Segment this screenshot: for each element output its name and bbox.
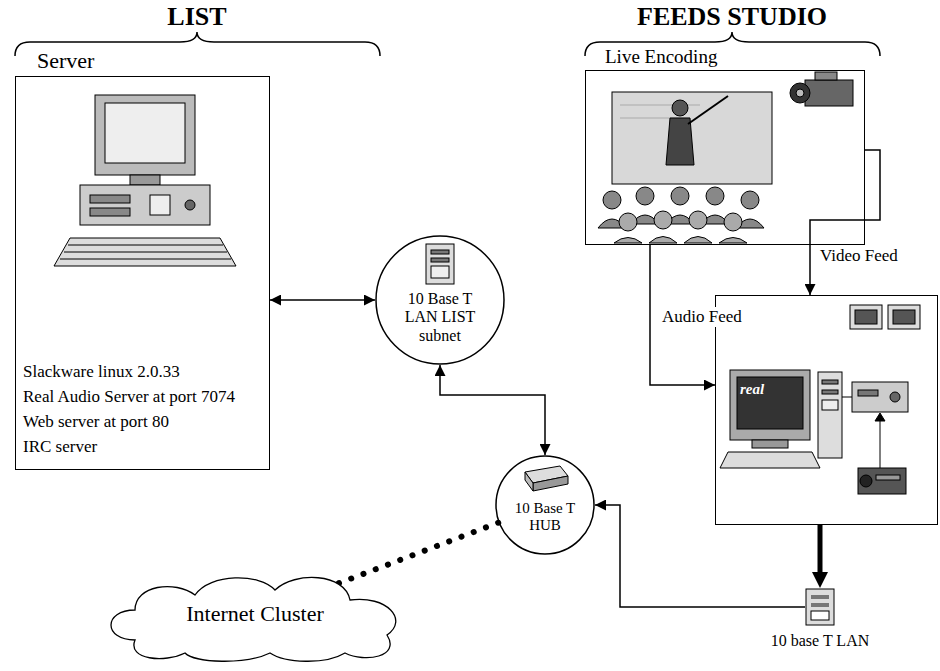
box-outline [585,70,865,245]
node-label: 10 base T LAN [755,632,885,650]
connector [270,299,375,301]
server-spec: Slackware linux 2.0.33 [23,362,267,382]
server-box: ServerSlackware linux 2.0.33Real Audio S… [15,46,270,470]
lan-device-icon [805,588,835,626]
section-heading: FEEDS STUDIO [637,2,827,32]
lecture-illustration [598,72,853,243]
node-label: 10 Base T LAN LIST subnet [390,290,490,345]
network-circle: 10 Base T LAN LIST subnet [375,235,505,365]
hub-icon [525,466,568,491]
lan-device: 10 base T LAN [755,588,885,666]
feed-label: Audio Feed [660,307,744,327]
computer-icon [54,95,236,266]
encoding-station-box: real [715,295,938,525]
box-heading: Live Encoding [605,46,717,68]
connector [595,505,805,607]
logo-text: real [740,381,764,398]
box-outline [15,76,270,470]
thought-bubbles [332,523,498,586]
box-heading: Server [37,48,94,73]
connector [440,365,545,455]
internet-cloud: Internet Cluster [95,565,415,665]
lan-icon [426,244,454,284]
encoding-equipment [720,305,920,494]
server-spec: Web server at port 80 [23,412,267,432]
box-outline [715,295,938,525]
node-label: 10 Base T HUB [503,500,587,535]
connector [810,150,880,295]
section-heading: LIST [167,2,226,32]
feed-label: Video Feed [818,246,900,266]
hub-circle: 10 Base T HUB [495,455,595,555]
node-label: Internet Cluster [95,601,415,626]
server-spec: IRC server [23,437,267,457]
connector [818,525,823,572]
studio-box: Live Encoding [585,44,865,245]
server-spec: Real Audio Server at port 7074 [23,387,267,407]
